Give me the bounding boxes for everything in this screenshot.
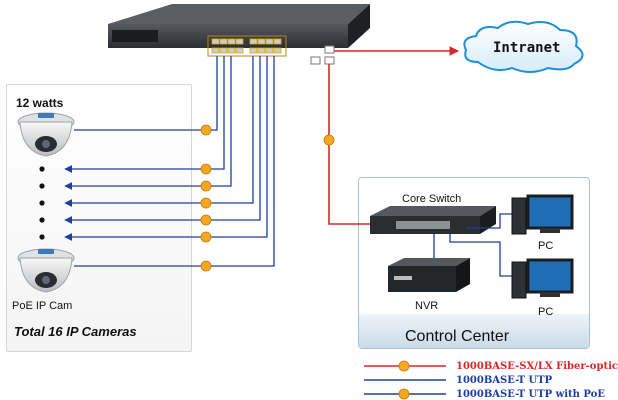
core-switch-label: Core Switch — [402, 193, 462, 205]
power-label: 12 watts — [16, 96, 64, 110]
fiber-marker — [323, 134, 335, 146]
more-cameras-dots — [39, 166, 45, 240]
nvr-recorder-icon — [388, 258, 470, 292]
desktop-pc-icon — [511, 258, 574, 299]
cloud-icon — [463, 20, 584, 73]
core-switch-icon — [370, 206, 496, 234]
network-diagram — [17, 4, 584, 400]
intranet-label: Intranet — [493, 40, 561, 56]
poe-links — [64, 56, 275, 267]
desktop-pc-icon — [511, 194, 574, 235]
legend-poe-marker — [398, 388, 410, 400]
poe-switch-icon — [108, 4, 370, 65]
pc-bottom-label: PC — [538, 306, 554, 318]
control-center-footer — [359, 314, 589, 348]
legend-utp-label: 1000BASE-T UTP — [456, 375, 553, 386]
fiber-link-core — [328, 64, 370, 225]
nvr-label: NVR — [415, 300, 439, 312]
control-center-title: Control Center — [405, 328, 510, 345]
camera-total-label: Total 16 IP Cameras — [14, 324, 137, 339]
legend-poe-label: 1000BASE-T UTP with PoE — [456, 389, 605, 400]
dome-camera-icon — [17, 112, 75, 157]
switch-ports — [211, 38, 282, 54]
legend-fiber-marker — [398, 360, 410, 372]
pc-top-label: PC — [538, 240, 554, 252]
dome-camera-icon — [17, 248, 75, 293]
legend-lines — [364, 360, 446, 400]
legend-fiber-label: 1000BASE-SX/LX Fiber-optic — [456, 361, 618, 372]
poe-markers — [200, 124, 212, 272]
camera-label: PoE IP Cam — [12, 300, 73, 312]
